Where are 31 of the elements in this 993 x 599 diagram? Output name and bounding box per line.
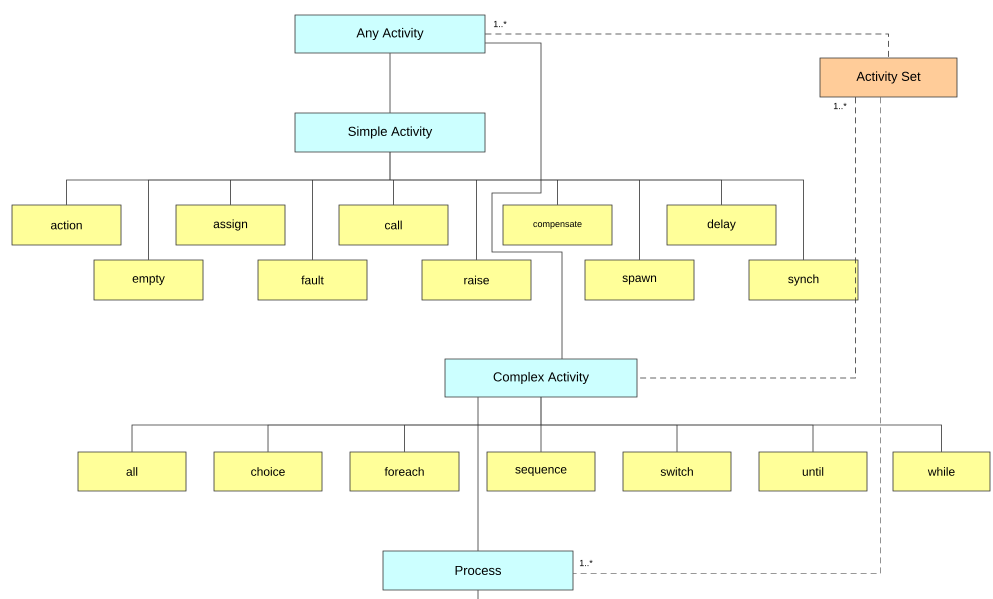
class-box: switch — [622, 452, 732, 492]
connector-line — [637, 97, 856, 378]
class-box: sequence — [486, 452, 596, 492]
multiplicity-label: 1..* — [492, 20, 508, 28]
class-box: Process — [382, 550, 574, 590]
class-box: Activity Set — [820, 58, 958, 98]
class-box: compensate — [502, 204, 612, 246]
class-box: Simple Activity — [294, 112, 486, 152]
class-box: action — [12, 204, 122, 246]
class-box: all — [78, 452, 186, 492]
connector-line — [485, 34, 889, 58]
class-box: fault — [258, 260, 368, 300]
class-box: spawn — [584, 260, 694, 300]
connector-line — [573, 97, 881, 574]
connector-line — [390, 152, 804, 260]
class-box: empty — [94, 260, 204, 300]
class-box: Complex Activity — [444, 358, 638, 398]
connector-line — [485, 42, 562, 359]
class-box: synch — [748, 260, 858, 300]
multiplicity-label: 1..* — [578, 558, 594, 568]
class-box: while — [892, 452, 990, 492]
multiplicity-label: 1..* — [832, 102, 848, 110]
class-box: foreach — [350, 452, 460, 492]
class-box: delay — [666, 204, 776, 246]
class-box: raise — [422, 260, 532, 300]
class-box: until — [758, 452, 868, 492]
class-box: choice — [214, 452, 322, 492]
connector-line — [540, 397, 942, 452]
class-box: Any Activity — [294, 14, 486, 54]
class-box: call — [338, 204, 448, 246]
class-box: assign — [176, 204, 286, 246]
